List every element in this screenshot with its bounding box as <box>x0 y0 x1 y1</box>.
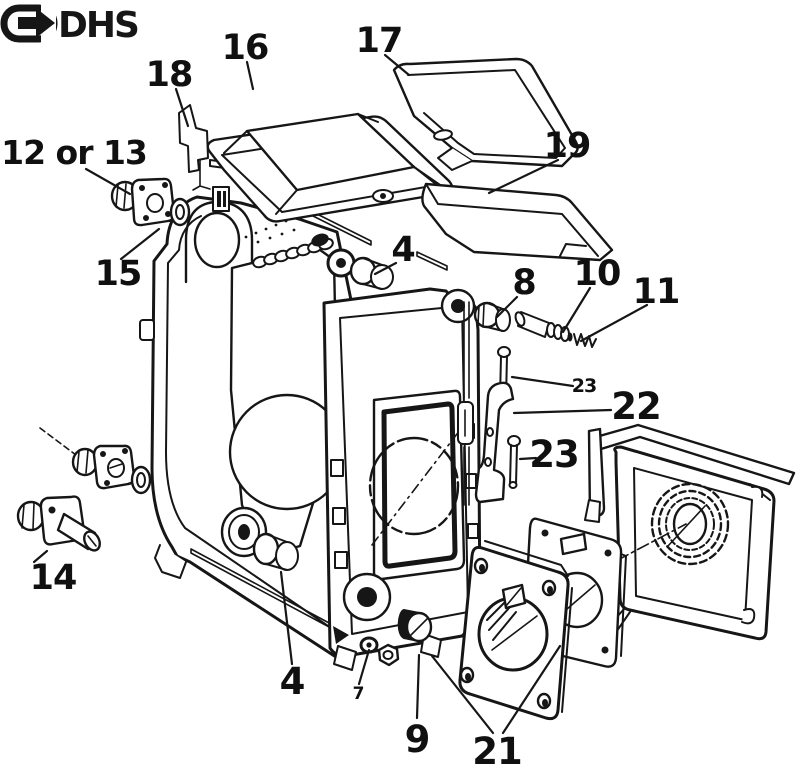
callout-labels: 12 or 13 15 16 17 18 19 4 8 10 11 23 22 … <box>1 21 680 771</box>
leader-16 <box>245 60 255 91</box>
baffle-plate-part19 <box>421 182 614 262</box>
valve-rod-part10 <box>514 311 573 342</box>
leader-21-front <box>430 654 495 735</box>
top-cover-part16 <box>206 112 454 223</box>
front-plate <box>322 287 482 671</box>
rear-top-cover-part17 <box>392 57 579 171</box>
washer-part15 <box>169 197 191 227</box>
brand-logo: DHS <box>0 3 140 46</box>
plug-part8 <box>473 301 511 332</box>
leader-15 <box>119 227 161 261</box>
callout-label-12-or-13: 12 or 13 <box>1 133 147 172</box>
right-arrow-icon <box>18 8 55 38</box>
leader-10 <box>561 286 592 334</box>
window-opening <box>368 436 460 536</box>
callout-label-11: 11 <box>633 272 680 312</box>
leader-14 <box>32 549 49 564</box>
leader-4-lower <box>279 570 294 666</box>
callout-label-21: 21 <box>472 730 522 771</box>
end-cover <box>584 423 796 641</box>
callout-label-7: 7 <box>353 684 364 704</box>
callout-label-9: 9 <box>405 718 430 761</box>
callout-label-22: 22 <box>611 385 661 428</box>
logo-text: DHS <box>58 5 138 46</box>
retaining-bracket-part18 <box>178 104 211 191</box>
leader-11 <box>579 303 649 343</box>
callout-label-4-upper: 4 <box>391 230 414 270</box>
corrugated-seal <box>650 482 730 566</box>
core-fins <box>252 237 334 269</box>
leader-12-or-13 <box>84 167 132 196</box>
leader-23-upper <box>510 375 575 388</box>
callout-label-23-lower: 23 <box>529 433 579 476</box>
leader-4-upper <box>373 261 398 276</box>
housing-body <box>139 195 356 659</box>
callout-label-16: 16 <box>222 28 269 68</box>
callout-label-19: 19 <box>544 126 591 166</box>
leader-17 <box>383 53 411 77</box>
leader-lines <box>32 53 649 735</box>
callout-label-14: 14 <box>30 558 77 598</box>
callout-label-23-upper: 23 <box>572 375 596 397</box>
fitting-part14 <box>16 495 101 552</box>
leader-19 <box>487 158 560 195</box>
callout-label-10: 10 <box>574 254 621 294</box>
callout-label-15: 15 <box>95 254 142 294</box>
lower-bushing-part4 <box>252 532 299 571</box>
fitting-middle-left <box>39 427 152 495</box>
hex-nut <box>377 643 400 667</box>
tie-rods <box>190 196 448 629</box>
leader-22 <box>512 408 613 415</box>
link-bracket-part22 <box>474 381 515 504</box>
leader-8 <box>495 295 519 319</box>
leader-21-back <box>501 644 562 735</box>
arch-opening <box>193 211 241 269</box>
callout-label-17: 17 <box>356 21 403 61</box>
callout-label-4-lower: 4 <box>280 660 305 703</box>
lower-bolt-part23 <box>507 435 521 489</box>
callout-label-8: 8 <box>512 263 535 303</box>
spring-part11 <box>573 333 597 348</box>
leader-7 <box>357 648 371 686</box>
callout-label-18: 18 <box>146 55 193 95</box>
top-port-dark <box>311 233 329 247</box>
leader-23-lower <box>518 456 538 461</box>
leader-9 <box>415 653 421 720</box>
upper-bushing-part4 <box>349 256 394 290</box>
fitting-part12-13 <box>110 177 191 227</box>
leader-18 <box>174 87 190 128</box>
flow-arrow <box>333 626 349 644</box>
lower-plug-part9 <box>397 608 433 643</box>
